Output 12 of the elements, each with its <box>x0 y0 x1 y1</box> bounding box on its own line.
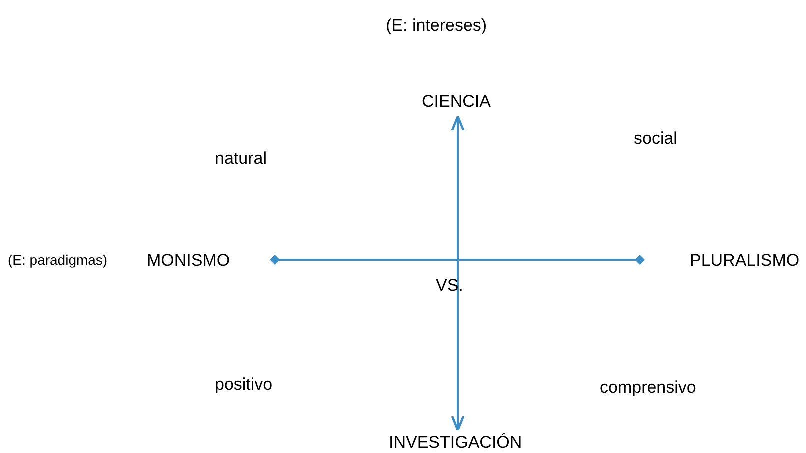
quadrant-label: natural <box>215 149 267 169</box>
quadrant-label: positivo <box>215 375 273 395</box>
quadrant-label: social <box>634 129 678 149</box>
quadrant-label: comprensivo <box>600 378 696 398</box>
axis-end-label: MONISMO <box>147 251 230 271</box>
double-arrow <box>451 115 465 432</box>
quadrant-label: (E: paradigmas) <box>8 251 108 270</box>
axis-end-label: CIENCIA <box>422 92 491 112</box>
axis-end-label: INVESTIGACIÓN <box>389 433 522 453</box>
axis-end-label: PLURALISMO <box>690 251 800 271</box>
quadrant-label: (E: intereses) <box>386 16 488 36</box>
axis-line <box>270 255 645 265</box>
